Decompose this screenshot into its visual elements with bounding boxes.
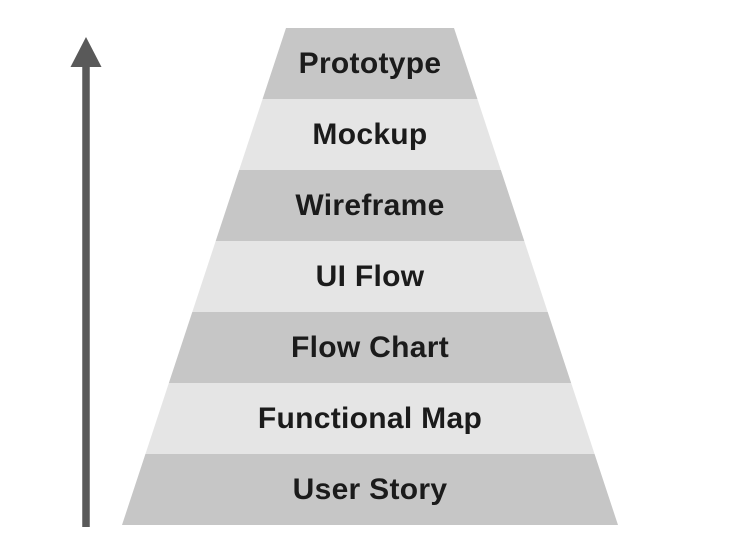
pyramid-level-ui-flow: UI Flow bbox=[122, 241, 618, 312]
pyramid-level-label: Prototype bbox=[298, 46, 442, 80]
pyramid-level-mockup: Mockup bbox=[122, 99, 618, 170]
pyramid-level-wireframe: Wireframe bbox=[122, 170, 618, 241]
pyramid-level-label: Wireframe bbox=[295, 188, 445, 222]
pyramid-level-functional-map: Functional Map bbox=[122, 383, 618, 454]
pyramid-level-user-story: User Story bbox=[122, 454, 618, 525]
pyramid-level-flow-chart: Flow Chart bbox=[122, 312, 618, 383]
pyramid-level-label: User Story bbox=[292, 472, 448, 506]
pyramid-level-label: Flow Chart bbox=[291, 330, 449, 364]
pyramid-level-label: Mockup bbox=[312, 117, 428, 151]
fidelity-pyramid: Prototype Mockup Wireframe UI Flow Flow … bbox=[122, 28, 618, 525]
pyramid-level-label: UI Flow bbox=[315, 259, 425, 293]
pyramid-level-prototype: Prototype bbox=[122, 28, 618, 99]
pyramid-level-label: Functional Map bbox=[257, 401, 483, 435]
